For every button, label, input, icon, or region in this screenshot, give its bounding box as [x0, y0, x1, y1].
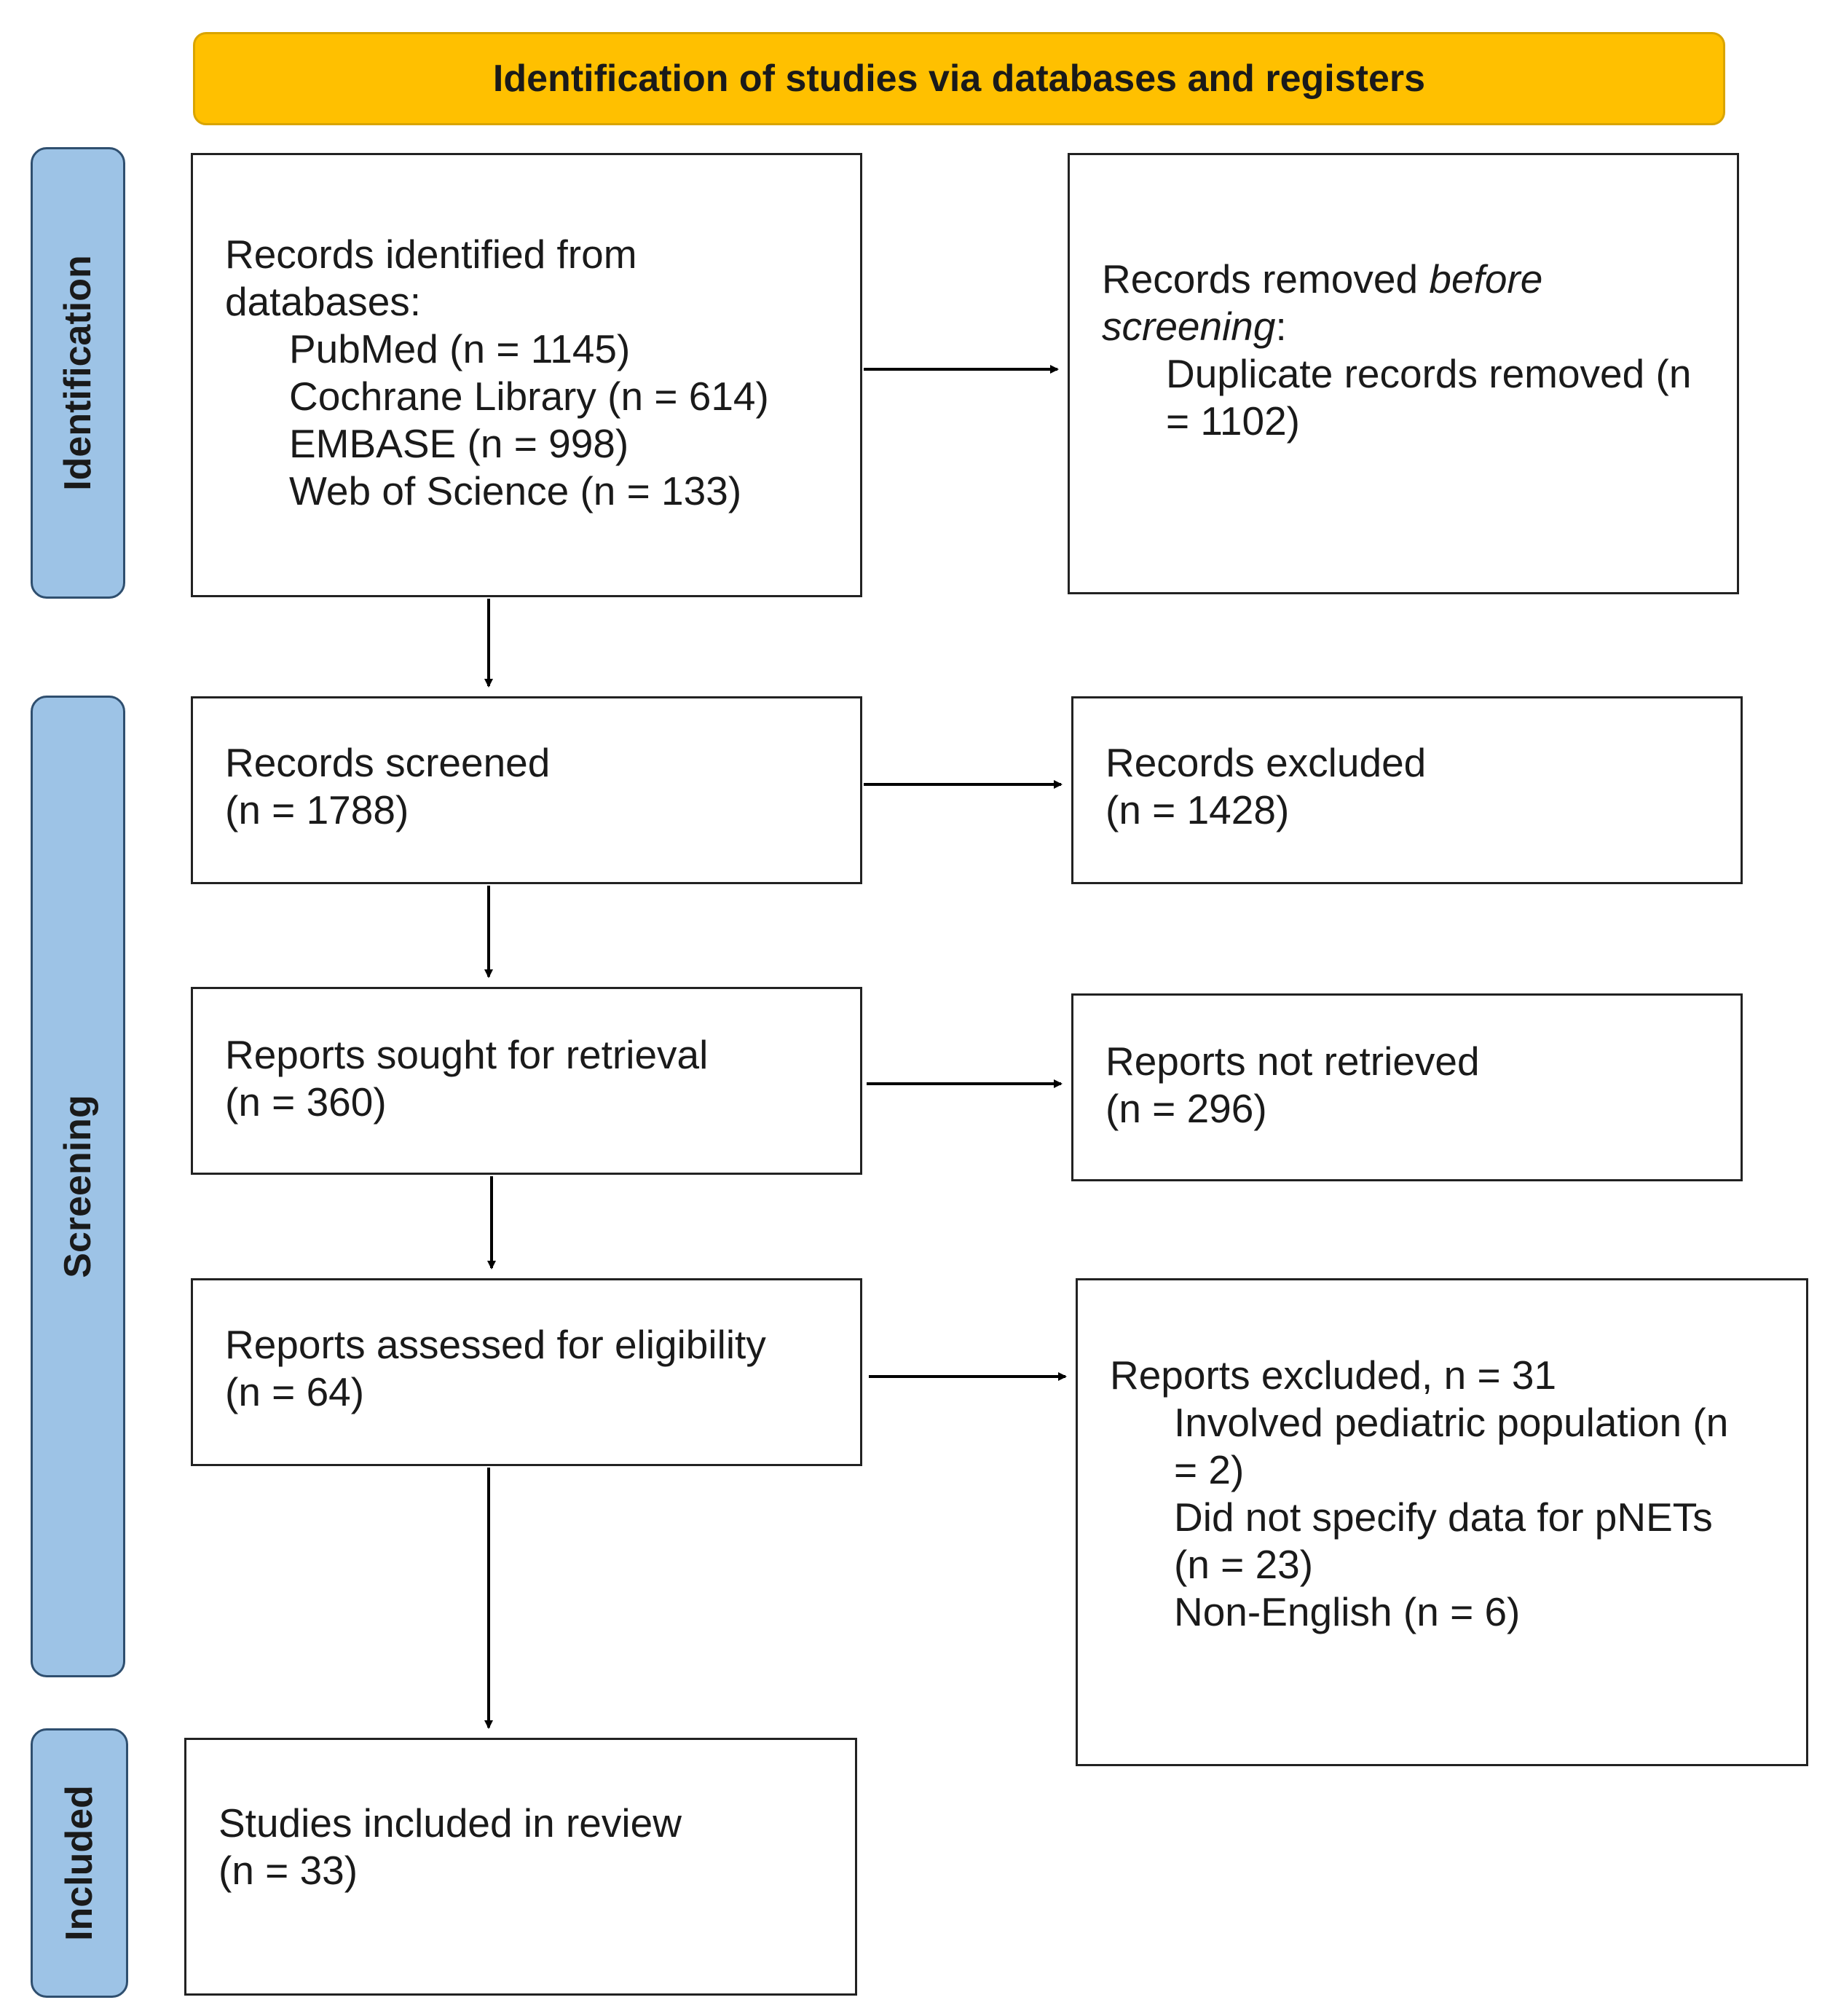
identification-header-title: Identification of studies via databases …	[492, 58, 1426, 100]
reports-not-retrieved-box: Reports not retrieved (n = 296)	[1071, 993, 1743, 1181]
records-screened-box: Records screened (n = 1788)	[191, 696, 862, 884]
reports-sought-label: Reports sought for retrieval	[225, 1032, 709, 1077]
records-identified-title-1: Records identified from	[225, 232, 637, 277]
phase-screening: Screening	[31, 696, 125, 1677]
reports-excluded-title: Reports excluded, n = 31	[1110, 1352, 1557, 1398]
studies-included-label: Studies included in review	[218, 1800, 682, 1846]
records-removed-suffix: :	[1275, 304, 1287, 349]
records-removed-italic-before: before	[1429, 256, 1543, 302]
reports-assessed-label: Reports assessed for eligibility	[225, 1322, 766, 1367]
records-removed-title-1: Records removed before	[1102, 256, 1737, 303]
reports-assessed-box: Reports assessed for eligibility (n = 64…	[191, 1278, 862, 1466]
records-excluded-count: (n = 1428)	[1105, 787, 1290, 832]
records-removed-title-2: screening:	[1102, 303, 1737, 350]
phase-included: Included	[31, 1728, 128, 1998]
source-cochrane: Cochrane Library (n = 614)	[289, 374, 769, 419]
source-embase: EMBASE (n = 998)	[289, 421, 629, 466]
exclusion-reason-pnets-1: Did not specify data for pNETs	[1174, 1495, 1713, 1540]
studies-included-count: (n = 33)	[218, 1848, 358, 1893]
reports-assessed-count: (n = 64)	[225, 1369, 365, 1414]
duplicates-removed-1: Duplicate records removed (n	[1166, 351, 1692, 396]
records-removed-italic-screening: screening	[1102, 304, 1276, 349]
reports-not-retrieved-label: Reports not retrieved	[1105, 1039, 1480, 1084]
exclusion-reason-non-english: Non-English (n = 6)	[1174, 1589, 1521, 1634]
reports-sought-box: Reports sought for retrieval (n = 360)	[191, 987, 862, 1175]
records-screened-label: Records screened	[225, 740, 551, 785]
records-excluded-label: Records excluded	[1105, 740, 1427, 785]
records-removed-box: Records removed before screening: Duplic…	[1068, 153, 1739, 594]
source-web-of-science: Web of Science (n = 133)	[289, 468, 742, 513]
exclusion-reason-pediatric-1: Involved pediatric population (n	[1174, 1400, 1729, 1445]
studies-included-box: Studies included in review (n = 33)	[184, 1738, 857, 1996]
records-removed-prefix: Records removed	[1102, 256, 1430, 302]
source-pubmed: PubMed (n = 1145)	[289, 326, 631, 371]
phase-identification: Identification	[31, 147, 125, 599]
records-identified-title-2: databases:	[225, 279, 422, 324]
records-excluded-box: Records excluded (n = 1428)	[1071, 696, 1743, 884]
records-identified-box: Records identified from databases: PubMe…	[191, 153, 862, 597]
records-screened-count: (n = 1788)	[225, 787, 409, 832]
exclusion-reason-pnets-2: (n = 23)	[1174, 1542, 1314, 1587]
exclusion-reason-pediatric-2: = 2)	[1174, 1447, 1245, 1492]
reports-excluded-box: Reports excluded, n = 31 Involved pediat…	[1076, 1278, 1808, 1766]
reports-sought-count: (n = 360)	[225, 1079, 387, 1125]
identification-header: Identification of studies via databases …	[193, 32, 1725, 125]
duplicates-removed-2: = 1102)	[1166, 398, 1300, 444]
reports-not-retrieved-count: (n = 296)	[1105, 1086, 1267, 1131]
